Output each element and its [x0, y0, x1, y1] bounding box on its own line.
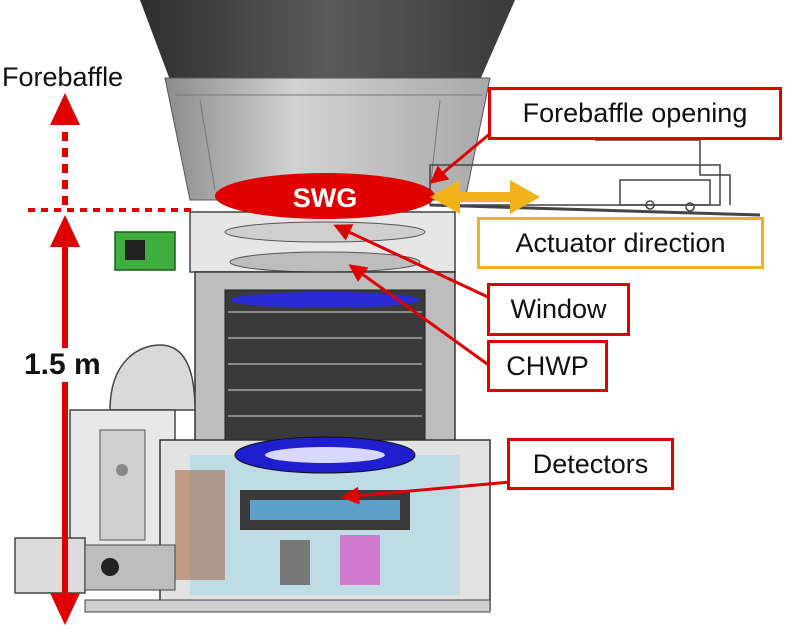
bottom-left-module — [14, 537, 86, 594]
actuator-rail — [429, 139, 761, 217]
swg-ellipse — [215, 173, 435, 219]
forebaffle-label: Forebaffle — [2, 62, 124, 92]
leader-window — [333, 224, 491, 300]
upper-telescope — [140, 0, 515, 80]
actuator-arrow — [430, 180, 540, 214]
actuator-direction-label: Actuator direction — [477, 217, 764, 269]
left-dome — [109, 344, 196, 411]
window-label: Window — [487, 283, 630, 336]
filter-stack — [228, 311, 422, 417]
leader-chwp — [348, 264, 491, 368]
detectors-label: Detectors — [507, 438, 674, 490]
forebaffle-opening-label: Forebaffle opening — [488, 87, 782, 140]
swg-label: SWG — [293, 183, 358, 213]
leader-detectors — [341, 480, 511, 505]
height-label: 1.5 m — [22, 348, 103, 382]
leader-forebaffle-opening — [429, 130, 493, 184]
chwp-label: CHWP — [487, 340, 608, 392]
